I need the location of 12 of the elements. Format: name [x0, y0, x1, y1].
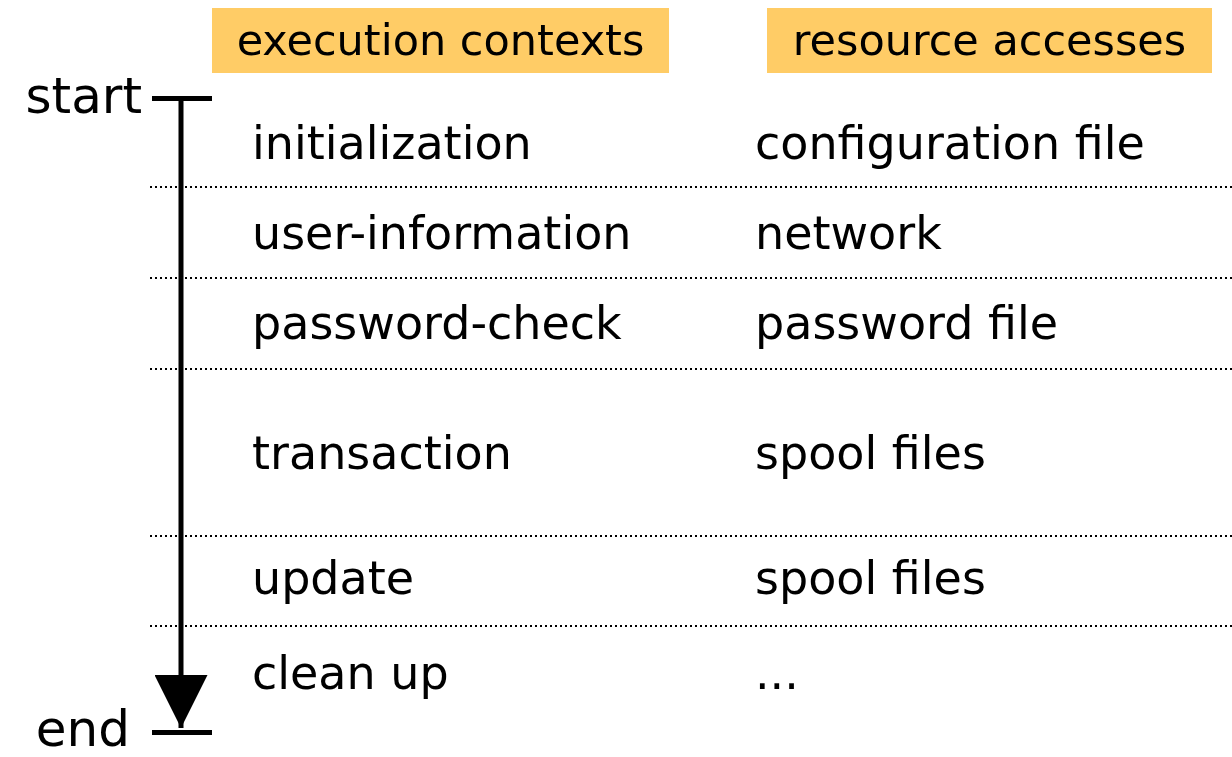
- context-text: transaction: [252, 430, 512, 476]
- context-text: initialization: [252, 120, 532, 166]
- header-label: resource accesses: [767, 8, 1212, 73]
- timeline-arrow: [154, 101, 208, 728]
- timeline-label: start: [25, 71, 142, 121]
- resource-text: ...: [755, 650, 799, 696]
- timeline-tick: [152, 96, 212, 101]
- timeline-tick: [152, 730, 212, 735]
- context-text: user-information: [252, 210, 632, 256]
- header-label: execution contexts: [212, 8, 669, 73]
- resource-text: network: [755, 210, 942, 256]
- timeline-label: end: [35, 704, 130, 754]
